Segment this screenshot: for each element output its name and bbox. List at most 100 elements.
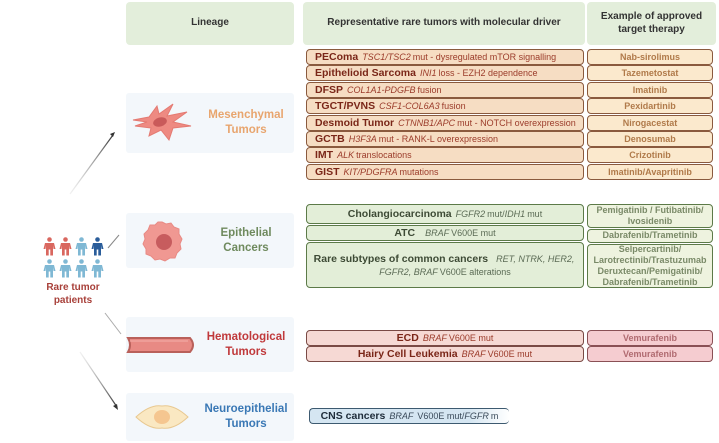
therapy-tazemetostat: Tazemetostat <box>587 65 713 81</box>
arrows <box>69 132 122 410</box>
therapy-pexidartinib: Pexidartinib <box>587 98 713 114</box>
patients-row-2 <box>38 259 108 278</box>
person-icon <box>91 237 103 256</box>
lineage-epithelial: Epithelial Cancers <box>126 213 294 268</box>
therapy-denosumab: Denosumab <box>587 131 713 147</box>
lineage-hematological: Hematological Tumors <box>126 317 294 372</box>
arrowhead-neuroepithelial <box>113 404 118 410</box>
tumor-name: Rare subtypes of common cancers <box>313 253 489 265</box>
lineage-label-hematological: Hematological Tumors <box>206 330 286 358</box>
arrow-neuroepithelial <box>79 351 118 408</box>
gene-2: IDH1 <box>504 209 526 219</box>
person-icon <box>59 259 71 278</box>
therapy-nirogacestat: Nirogacestat <box>587 115 713 131</box>
therapy-atc: Dabrafenib/Trametinib <box>587 229 713 243</box>
lineage-label-mesenchymal: Mesenchymal Tumors <box>208 109 284 136</box>
therapy-cholangiocarcinoma: Pemigatinib / Futibatinib/ Ivosidenib <box>587 204 713 228</box>
detail: loss - EZH2 dependence <box>438 68 538 78</box>
gene: KIT/PDGFRA <box>343 167 398 177</box>
gene: RET, NTRK, HER2, <box>496 254 575 264</box>
mesenchymal-cell-icon <box>126 100 198 146</box>
arrow-mesenchymal <box>69 134 114 195</box>
gene: BRAF <box>425 228 450 238</box>
tumor-row-cns-cancers: CNS cancers BRAF V600E mut/ FGFR m <box>309 408 509 424</box>
gene: FGFR2 <box>455 209 486 219</box>
person-icon <box>91 259 103 278</box>
tumor-row-atc: ATC BRAF V600E mut <box>306 225 584 241</box>
gene-2: FGFR2, BRAF <box>379 267 438 277</box>
gene: BRAF <box>389 411 414 421</box>
tumor-name: Epithelioid Sarcoma <box>315 67 416 79</box>
tumor-name: CNS cancers <box>320 410 386 422</box>
detail: translocations <box>356 150 412 160</box>
gene: H3F3A <box>348 134 377 144</box>
gene: BRAF <box>422 333 447 343</box>
therapy-rare-subtypes: Selpercartinib/ Larotrectinib/Trastuzuma… <box>587 244 713 288</box>
detail-2: m <box>490 411 499 421</box>
detail: fusion <box>417 85 442 95</box>
arrow-hematological <box>104 312 122 335</box>
neural-cell-icon <box>126 402 198 432</box>
lineage-mesenchymal: Mesenchymal Tumors <box>126 93 294 153</box>
tumor-name: ATC <box>394 227 416 239</box>
detail-2: V600E alterations <box>439 267 511 277</box>
detail: V600E mut/ <box>417 411 465 421</box>
detail: mut - RANK-L overexpression <box>378 134 498 144</box>
blood-vessel-icon <box>126 335 198 355</box>
header-therapy: Example of approved target therapy <box>587 2 716 45</box>
detail: mut - dysregulated mTOR signalling <box>412 52 557 62</box>
header-tumors: Representative rare tumors with molecula… <box>303 2 585 45</box>
lineage-label-epithelial: Epithelial Cancers <box>220 226 272 254</box>
gene: CTNNB1/APC <box>398 118 456 128</box>
person-icon <box>75 259 87 278</box>
gene: ALK <box>337 150 355 160</box>
person-icon <box>59 237 71 256</box>
arrow-epithelial <box>107 234 120 249</box>
tumor-row-cholangiocarcinoma: Cholangiocarcinoma FGFR2 mut/ IDH1 mut <box>306 204 584 224</box>
tumor-name: ECD <box>396 332 419 344</box>
tumor-name: Hairy Cell Leukemia <box>357 348 458 360</box>
tumor-name: IMT <box>315 149 334 161</box>
detail: mut/ <box>487 209 505 219</box>
detail: V600E mut <box>448 333 494 343</box>
tumor-name: PEComa <box>315 51 359 63</box>
epithelial-cell-icon <box>126 219 198 263</box>
tumor-name: Cholangiocarcinoma <box>347 208 452 220</box>
person-icon <box>43 237 55 256</box>
detail: V600E mut <box>487 349 533 359</box>
tumor-name: GCTB <box>315 133 345 145</box>
therapy-crizotinib: Crizotinib <box>587 147 713 163</box>
gene: INI1 <box>419 68 437 78</box>
detail-2: mut <box>527 209 543 219</box>
lineage-neuroepithelial: Neuroepithelial Tumors <box>126 393 294 441</box>
gene-2: FGFR <box>464 411 489 421</box>
person-icon <box>43 259 55 278</box>
rare-subtypes-line-2: FGFR2, BRAF V600E alterations <box>379 267 511 277</box>
tumor-name: DFSP <box>315 84 344 96</box>
tumor-row-rare-subtypes: Rare subtypes of common cancers RET, NTR… <box>306 242 584 288</box>
gene: CSF1-COL6A3 <box>379 101 440 111</box>
therapy-ecd: Vemurafenib <box>587 330 713 346</box>
tumor-row-hairy-cell-leukemia: Hairy Cell Leukemia BRAF V600E mut <box>306 346 584 362</box>
patients-label: Rare tumor patients <box>46 282 100 306</box>
rare-tumor-patients: Rare tumor patients <box>38 237 108 307</box>
patients-row-1 <box>38 237 108 256</box>
gene: COL1A1-PDGFB <box>347 85 416 95</box>
lineage-label-neuroepithelial: Neuroepithelial Tumors <box>204 403 288 430</box>
tumor-name: TGCT/PVNS <box>315 100 376 112</box>
gene: TSC1/TSC2 <box>362 52 411 62</box>
tumor-name: Desmoid Tumor <box>315 117 395 129</box>
person-icon <box>75 237 87 256</box>
detail: mutations <box>399 167 439 177</box>
tumor-row-ecd: ECD BRAF V600E mut <box>306 330 584 346</box>
tumor-name: GIST <box>315 166 340 178</box>
detail: fusion <box>441 101 466 111</box>
